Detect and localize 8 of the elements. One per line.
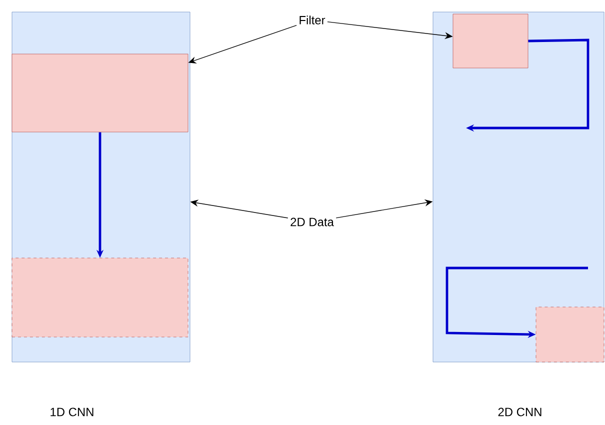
filter-box	[12, 54, 188, 132]
panel-caption: 1D CNN	[50, 408, 94, 416]
moved-filter-box	[536, 306, 604, 362]
filter-box	[452, 14, 528, 68]
text-label: 2D Data	[290, 218, 334, 226]
panel-caption: 2D CNN	[498, 408, 542, 416]
moved-filter-box	[12, 258, 188, 338]
text-label: Filter	[300, 16, 326, 24]
